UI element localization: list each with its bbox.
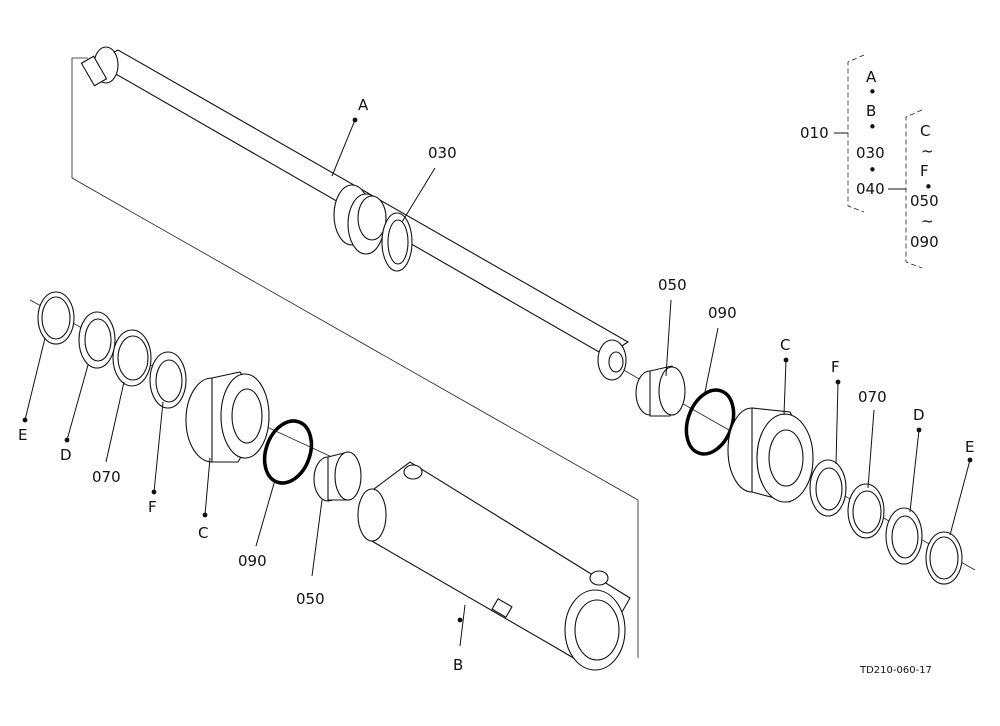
seal-030 xyxy=(381,212,413,272)
part-090-left xyxy=(262,419,314,485)
kit-col1-4: 030 xyxy=(856,144,885,162)
kit-col1-0: A xyxy=(866,68,877,86)
kit-col2-0: C xyxy=(920,122,930,140)
callout-e-right: E xyxy=(965,438,974,456)
kit-col2-2: F xyxy=(920,162,929,180)
kit-col2-4: 050 xyxy=(910,192,939,210)
callout-a: A xyxy=(358,96,369,114)
kit-col1-6: 040 xyxy=(856,180,885,198)
kit-col1-5: • xyxy=(868,161,877,179)
callout-030-top: 030 xyxy=(428,144,457,162)
right-components xyxy=(635,365,963,585)
leader-dots xyxy=(22,117,973,623)
kit-assembly-number: 010 xyxy=(800,124,829,142)
callout-e-left: E xyxy=(18,426,27,444)
callout-050-left: 050 xyxy=(296,590,325,608)
callout-090-right: 090 xyxy=(708,304,737,322)
kit-col2-1: ~ xyxy=(921,142,934,160)
callout-050-right: 050 xyxy=(658,276,687,294)
piston-rod-a xyxy=(80,46,630,381)
callout-d-right: D xyxy=(913,406,925,424)
callout-c-right: C xyxy=(780,336,790,354)
left-components xyxy=(37,291,362,502)
kit-col1-1: • xyxy=(868,83,877,101)
kit-col2-6: 090 xyxy=(910,233,939,251)
callout-c-left: C xyxy=(198,524,208,542)
callout-070-left: 070 xyxy=(92,468,121,486)
leader-lines xyxy=(24,119,971,647)
callout-070-right: 070 xyxy=(858,388,887,406)
callout-f-right: F xyxy=(831,358,840,376)
kit-col2-5: ~ xyxy=(921,212,934,230)
callout-f-left: F xyxy=(148,498,157,516)
drawing-code: TD210-060-17 xyxy=(859,665,932,676)
kit-col2-3: • xyxy=(924,178,933,196)
callout-labels: A 030 050 090 C F 070 D E E D 070 F C 09… xyxy=(18,96,974,674)
callout-b: B xyxy=(453,656,463,674)
cylinder-tube-b xyxy=(357,461,631,671)
callout-090-left: 090 xyxy=(238,552,267,570)
kit-col1-2: B xyxy=(866,102,876,120)
callout-d-left: D xyxy=(60,446,72,464)
kit-legend: 010 A • B • 030 • 040 C ~ F • 050 ~ 090 xyxy=(800,54,939,269)
kit-col1-3: • xyxy=(868,118,877,136)
